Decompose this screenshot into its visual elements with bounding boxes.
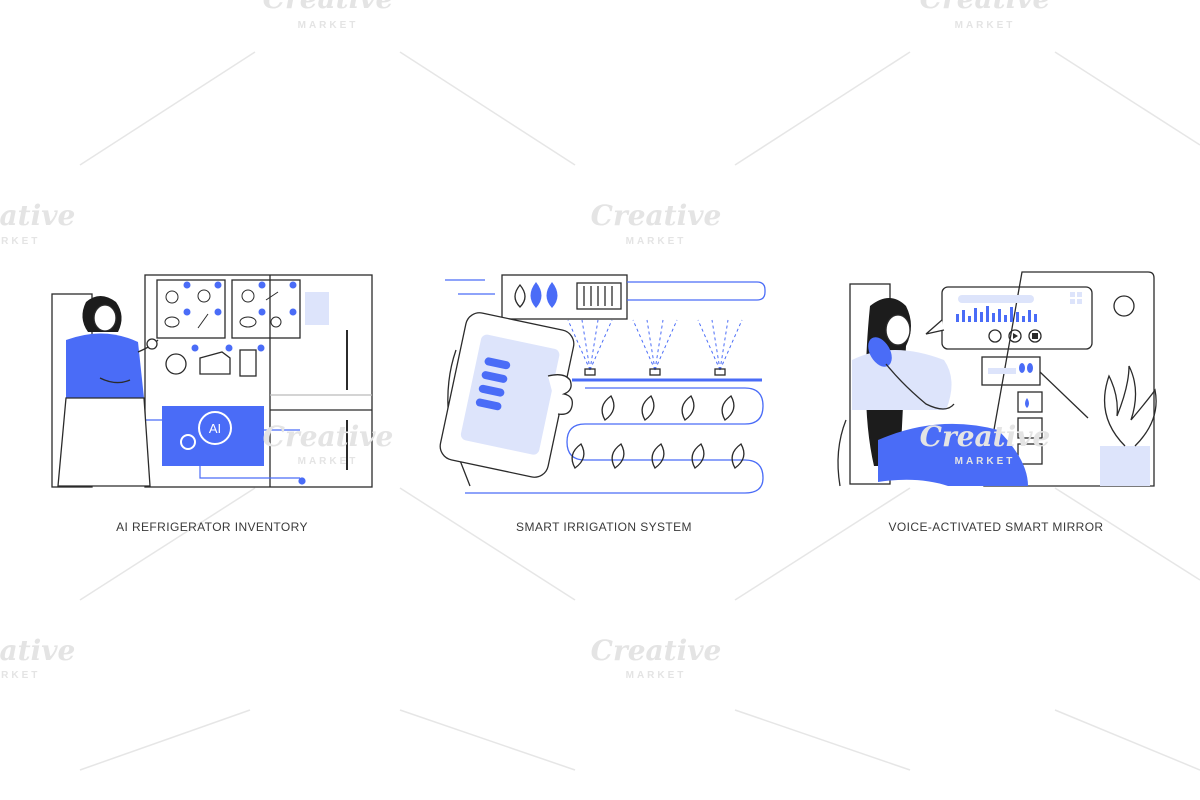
caption-smart-mirror: VOICE-ACTIVATED SMART MIRROR: [888, 520, 1104, 534]
smiley-icon: [1113, 295, 1135, 317]
watermark-sub: MARKET: [0, 670, 40, 681]
watermark-sub: MARKET: [298, 20, 359, 31]
illustration-smart-mirror: [837, 271, 1157, 487]
watermark-logo: Creative: [263, 420, 394, 453]
sound-wave-icon: [956, 306, 1037, 322]
ai-chip-label: AI: [209, 421, 221, 436]
footprints-icon: [1019, 363, 1033, 373]
watermark-sub: MARKET: [626, 670, 687, 681]
stop-icon: [1028, 329, 1042, 343]
hairbrush-icon: [868, 337, 892, 367]
volume-icon: [988, 329, 1002, 343]
milk-icon: [239, 349, 257, 377]
watermark-logo: Creative: [591, 634, 722, 667]
watermark-sub: MARKET: [955, 456, 1016, 467]
watermark-logo: Creative: [920, 0, 1051, 15]
water-drop-icon: [514, 282, 558, 308]
woman-legs: [878, 423, 1028, 486]
check-icon: [183, 281, 297, 316]
cheese-icon: [199, 351, 231, 375]
gauge-bars-icon: [576, 282, 622, 310]
plant-pot: [1100, 446, 1150, 486]
watermark-sub: MARKET: [626, 236, 687, 247]
illustration-smart-irrigation: [439, 274, 766, 494]
woman-shirt: [66, 333, 144, 398]
play-icon: [1008, 329, 1022, 343]
media-controls: [988, 329, 1042, 343]
caption-ai-refrigerator: AI REFRIGERATOR INVENTORY: [116, 520, 308, 534]
watermark-logo: Creative: [0, 634, 75, 667]
watermark-lines: [79, 51, 1200, 771]
leaf-icons: [571, 395, 745, 469]
food-card-right: [231, 279, 301, 339]
voice-bubble: [941, 286, 1093, 350]
apple-icon: [165, 353, 187, 375]
watermark-sub: MARKET: [955, 20, 1016, 31]
watermark-logo: Creative: [263, 0, 394, 15]
watermark-sub: MARKET: [0, 236, 40, 247]
watermark-logo: Creative: [920, 420, 1051, 453]
illustration-ai-refrigerator: AI: [51, 274, 373, 488]
watermark-logo: Creative: [0, 199, 75, 232]
watermark-sub: MARKET: [298, 456, 359, 467]
plant-leaves: [1103, 365, 1157, 447]
food-card-left: [156, 279, 226, 339]
watermark-logo: Creative: [591, 199, 722, 232]
fridge-body: [144, 274, 373, 488]
caption-smart-irrigation: SMART IRRIGATION SYSTEM: [516, 520, 692, 534]
grid-icon: [1070, 292, 1082, 304]
watermark-logos: Creative MARKET Creative MARKET Creative…: [0, 0, 1050, 681]
